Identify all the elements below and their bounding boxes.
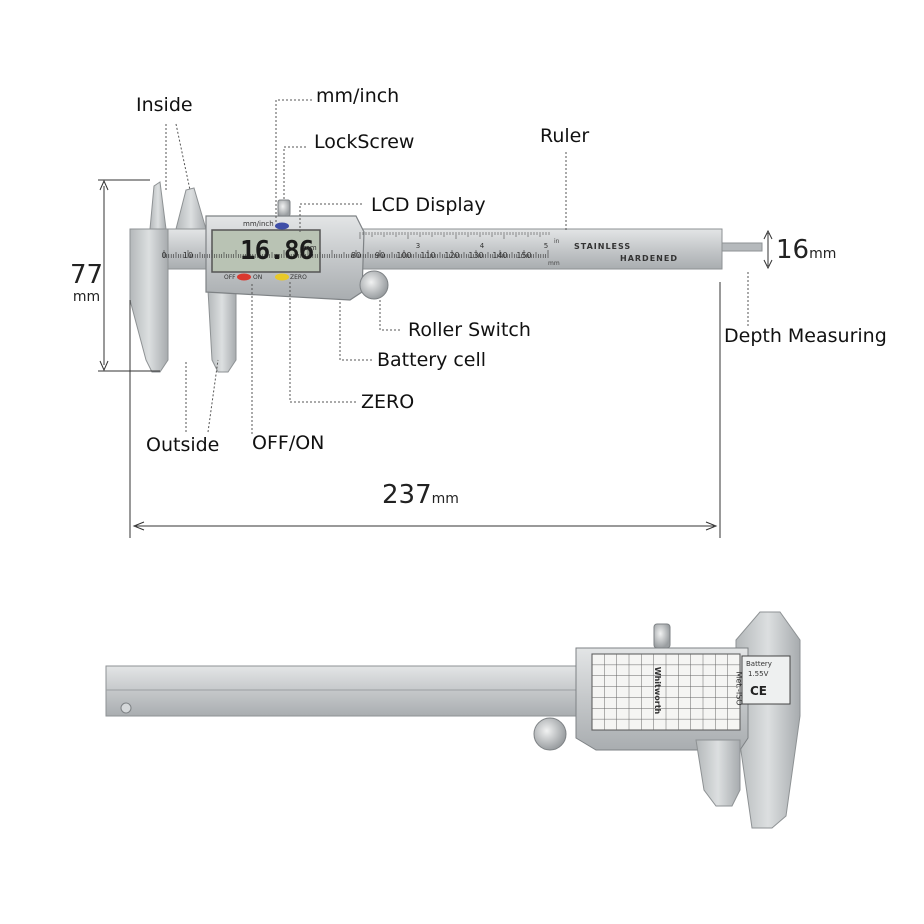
- fixed-outside-jaw: [129, 228, 169, 373]
- back-lock-screw: [653, 623, 671, 649]
- callout-battery-cell: Battery cell: [377, 349, 487, 371]
- dim-depth-value: 16: [776, 235, 810, 265]
- fixed-inside-jaw: [149, 181, 167, 230]
- scale-number: 130: [468, 251, 483, 260]
- inch-mark: in: [554, 238, 560, 245]
- callout-off-on: OFF/ON: [252, 432, 325, 454]
- beam-text-stainless: STAINLESS: [574, 242, 632, 251]
- beam-text-hardened: HARDENED: [620, 254, 678, 263]
- zero-button-shape: [275, 273, 289, 281]
- dim-length-value: 237: [382, 480, 432, 510]
- ce-mark: CE: [750, 684, 768, 698]
- callout-mm-inch: mm/inch: [316, 85, 400, 107]
- callout-depth-measuring: Depth Measuring: [724, 325, 887, 347]
- on-button-label: ON: [253, 274, 263, 281]
- depth-rod: [721, 242, 763, 252]
- callout-inside: Inside: [136, 94, 193, 116]
- callout-lock-screw: LockScrew: [314, 131, 415, 153]
- mm-inch-button-label: mm/inch: [243, 220, 274, 228]
- dimension-lines: [98, 179, 773, 538]
- scale-number: 80: [351, 251, 361, 260]
- table-title-whitworth: Whitworth: [653, 666, 663, 715]
- battery-label: Battery: [746, 660, 772, 668]
- scale-number: 100: [396, 251, 411, 260]
- battery-voltage: 1.55V: [748, 670, 769, 678]
- scale-number: 0: [161, 251, 166, 260]
- scale-number: 10: [183, 251, 193, 260]
- on-button-shape: [237, 273, 251, 281]
- table-title-met-iso: Met.-ISO: [734, 671, 744, 706]
- lock-screw: [277, 199, 291, 217]
- inch-number: 3: [416, 242, 420, 250]
- lcd-reading: 16.86: [240, 236, 314, 266]
- scale-number: 90: [375, 251, 385, 260]
- sliding-inside-jaw: [175, 187, 207, 230]
- scale-number: 120: [444, 251, 459, 260]
- dim-depth: 16mm: [776, 237, 836, 263]
- mm-mark: mm: [548, 260, 560, 267]
- off-button-label: OFF: [224, 274, 236, 281]
- dim-length: 237mm: [382, 482, 459, 508]
- dim-height-unit: mm: [72, 289, 101, 305]
- main-scale-ticks: [163, 232, 550, 258]
- callout-lcd-display: LCD Display: [371, 194, 486, 216]
- back-roller: [533, 717, 567, 751]
- callout-ruler: Ruler: [540, 125, 590, 147]
- beam-screw: [120, 702, 132, 714]
- main-scale-numbers: 0 10 80 90 100 110 120 130 140 150: [161, 251, 531, 260]
- dim-depth-unit: mm: [809, 246, 837, 262]
- inch-number: 5: [544, 242, 548, 250]
- dim-height-value: 77: [70, 260, 104, 290]
- callout-outside: Outside: [146, 434, 220, 456]
- battery-label-box: [741, 655, 791, 705]
- dim-height: 77 mm: [70, 262, 103, 304]
- lcd-screen: [211, 229, 321, 273]
- inch-scale-numbers: 3 4 5: [416, 242, 548, 250]
- scale-number: 110: [420, 251, 435, 260]
- scale-number: 140: [492, 251, 507, 260]
- lcd-unit-mark: mm: [303, 244, 317, 252]
- front-caliper: 0 10 80 90 100 110 120 130 140 150 3 4 5: [129, 181, 763, 373]
- inch-number: 4: [480, 242, 485, 250]
- roller-switch: [359, 270, 389, 300]
- back-sliding-jaw: [695, 739, 741, 807]
- scale-number: 150: [516, 251, 531, 260]
- callout-roller-switch: Roller Switch: [408, 319, 531, 341]
- callout-zero: ZERO: [361, 391, 415, 413]
- callout-leaders: [165, 99, 749, 434]
- back-caliper: [105, 611, 801, 829]
- mm-inch-button-shape: [275, 222, 289, 230]
- dim-length-unit: mm: [431, 491, 459, 507]
- thread-table-grid: [591, 653, 741, 731]
- zero-button-label: ZERO: [290, 274, 307, 281]
